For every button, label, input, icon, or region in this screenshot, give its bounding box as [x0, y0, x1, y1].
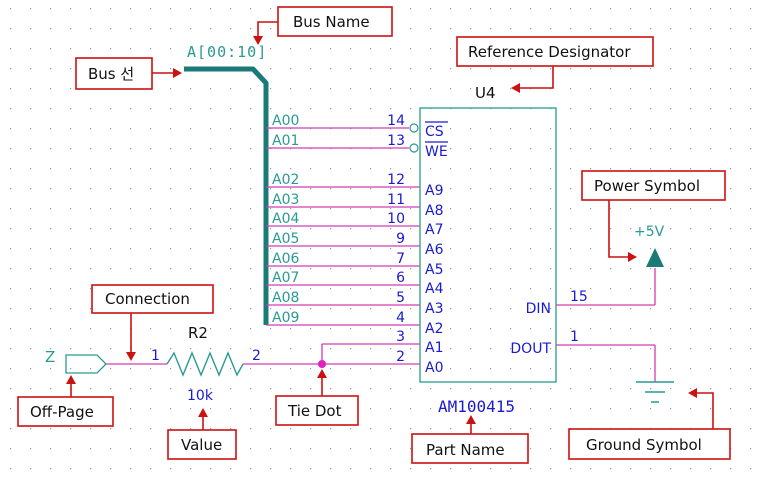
bus-tap-label: A09	[272, 310, 299, 326]
chip-pin-name: WE	[425, 144, 448, 160]
resistor-pin2: 2	[252, 348, 261, 364]
power-symbol	[646, 248, 664, 267]
callout-tie-dot: Tie Dot	[275, 369, 359, 426]
callout-reference-designator: Reference Designator	[456, 36, 654, 93]
svg-text:Off-Page: Off-Page	[30, 403, 94, 421]
bus-tap-label: A02	[272, 172, 299, 188]
bus-tap-label: A07	[272, 270, 299, 286]
svg-text:Value: Value	[181, 436, 222, 454]
bus-tap-label: A05	[272, 231, 299, 247]
chip-pin-name: DOUT	[510, 341, 551, 357]
off-page-connector	[65, 354, 107, 374]
chip-part-name: AM100415	[438, 397, 515, 416]
callout-connection: Connection	[91, 284, 214, 361]
chip-pin-name: A2	[425, 321, 443, 337]
tie-dot	[318, 360, 326, 368]
callout-bus-line: Bus 선	[75, 57, 182, 90]
resistor-ref: R2	[188, 324, 208, 342]
svg-text:Reference Designator: Reference Designator	[468, 43, 631, 61]
svg-text:Power Symbol: Power Symbol	[594, 177, 700, 195]
chip-pin-name: A8	[425, 203, 443, 219]
inversion-bubble	[409, 143, 419, 153]
power-label: +5V	[634, 224, 665, 240]
callout-bus-name: Bus Name	[253, 6, 393, 45]
chip-pin-name: A5	[425, 262, 443, 278]
callout-part-name: Part Name	[411, 415, 529, 464]
chip-pin-name: A9	[425, 183, 443, 199]
resistor-value: 10k	[187, 388, 214, 404]
chip-ref-designator: U4	[475, 84, 496, 102]
svg-text:Tie Dot: Tie Dot	[287, 402, 342, 420]
resistor-pin1: 1	[151, 348, 160, 364]
svg-text:Part Name: Part Name	[426, 441, 505, 459]
bus-tap-label: A08	[272, 290, 299, 306]
resistor-symbol	[166, 351, 244, 377]
chip-pin-number: 3	[396, 329, 405, 345]
chip-pin-name: A3	[425, 301, 443, 317]
callout-ground-symbol: Ground Symbol	[568, 388, 731, 460]
inversion-bubble	[409, 123, 419, 133]
callout-value: Value	[167, 408, 237, 460]
bus-tap-label: A03	[272, 192, 299, 208]
bus-name-label: A[00:10]	[187, 43, 267, 61]
chip-pin-number: 6	[396, 270, 405, 286]
chip-pin-name: DIN	[526, 301, 551, 317]
chip-pin-name: A7	[425, 222, 443, 238]
chip-pin-number: 13	[387, 133, 405, 149]
svg-text:Bus Name: Bus Name	[293, 13, 370, 31]
bus-tap-label: A04	[272, 211, 299, 227]
svg-text:Bus 선: Bus 선	[88, 65, 134, 83]
chip-pin-name: A1	[425, 340, 443, 356]
bus-tap-label: A06	[272, 251, 299, 267]
chip-pin-name: A4	[425, 281, 444, 297]
chip-pin-number: 4	[396, 310, 405, 326]
chip-pin-name: A6	[425, 242, 444, 258]
chip-pin-number: 2	[396, 349, 405, 365]
ground-symbol	[636, 381, 674, 403]
chip-pin-number: 12	[387, 172, 405, 188]
chip-pin-number: 1	[570, 329, 579, 345]
callout-power-symbol: Power Symbol	[581, 170, 726, 262]
callout-off-page: Off-Page	[17, 375, 114, 427]
svg-text:Ground Symbol: Ground Symbol	[586, 436, 702, 454]
off-page-label: Z	[45, 348, 55, 366]
chip-pin-name: CS	[425, 124, 444, 140]
chip-pin-number: 15	[570, 289, 588, 305]
chip-pin-number: 7	[396, 251, 405, 267]
chip-pin-number: 5	[396, 290, 405, 306]
chip-pin-number: 11	[387, 192, 405, 208]
chip-body	[419, 107, 557, 383]
bus-line	[184, 66, 269, 325]
chip-pin-name: A0	[425, 360, 443, 376]
bus-tap-label: A01	[272, 133, 299, 149]
chip-pin-number: 9	[396, 231, 405, 247]
chip-pin-number: 10	[387, 211, 405, 227]
bus-tap-label: A00	[272, 113, 299, 129]
chip-pin-number: 14	[387, 113, 405, 129]
svg-text:Connection: Connection	[105, 290, 190, 308]
